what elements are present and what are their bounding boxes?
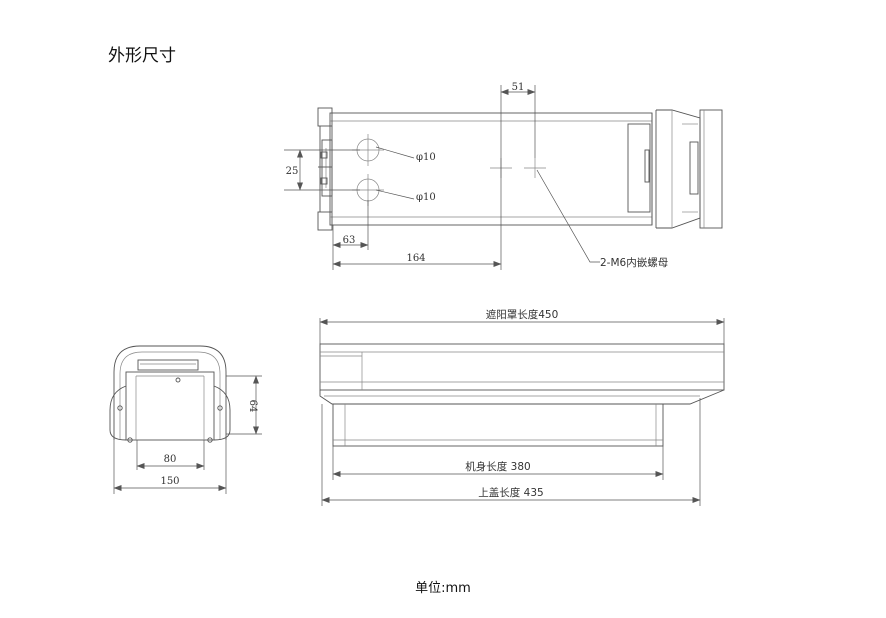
dim-64-label: 64: [247, 400, 258, 413]
front-view: [109, 345, 262, 494]
front-sunshade: [113, 345, 227, 440]
dim-51-label: 51: [512, 82, 525, 93]
hole-2-label: φ10: [416, 192, 436, 203]
hole-1-label: φ10: [416, 152, 436, 163]
top-view: [284, 85, 723, 270]
dim-150-label: 150: [160, 476, 179, 487]
dim-164-label: 164: [406, 253, 425, 264]
front-housing: [125, 371, 215, 441]
housing-outline: [329, 112, 653, 226]
page-title: 外形尺寸: [108, 46, 176, 66]
side-view: [319, 318, 725, 506]
body-length-label: 机身长度 380: [465, 460, 530, 473]
dim-80-label: 80: [164, 454, 177, 465]
nut-note-label: 2-M6内嵌螺母: [600, 256, 668, 269]
dim-63-label: 63: [343, 235, 356, 246]
sunshade-outline: [319, 343, 725, 391]
sunshade-length-label: 遮阳罩长度450: [486, 308, 559, 321]
cover-length-label: 上盖长度 435: [478, 486, 543, 499]
dim-25-label: 25: [286, 166, 299, 177]
unit-note: 单位:mm: [415, 581, 471, 596]
body-outline: [332, 403, 664, 447]
